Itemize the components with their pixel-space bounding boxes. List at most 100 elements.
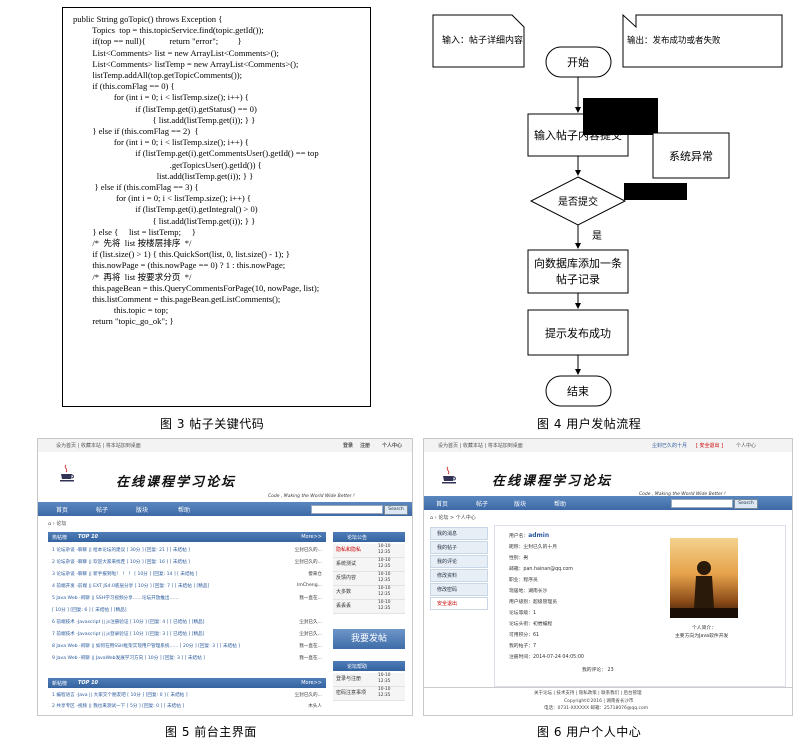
nav-help[interactable]: 帮助 — [178, 507, 191, 514]
list-item-author[interactable]: 我一直在... — [299, 596, 322, 601]
list-item-title[interactable]: 9 Java Web -闲聊 || JavaWeb发展学习方向 [ 10分 ] … — [52, 656, 205, 661]
nav-help[interactable]: 帮助 — [554, 501, 567, 508]
list-item-author[interactable]: 尘封已久的... — [294, 693, 322, 698]
nav-posts[interactable]: 帖子 — [96, 507, 109, 514]
user-menu-item[interactable]: 修改密码 — [430, 583, 488, 596]
list-item-title[interactable]: 7 前端技术 -Javascript || js登录验证 [ 10分 ] [回复… — [52, 632, 205, 637]
nav-home[interactable]: 首页 — [436, 501, 449, 508]
list-item-author[interactable]: 尘封已久... — [299, 620, 322, 625]
home-icon[interactable]: ⌂ — [48, 521, 52, 527]
list-item[interactable]: 4 前端开发 -前端 || EXT JS4.0底层分享 [ 10分 ] [回复:… — [52, 583, 322, 589]
list-item-title[interactable]: 5 Java Web -闲聊 || SSH学习视频分享……论坛开放推出…… — [52, 596, 179, 601]
list-item[interactable]: 7 前端技术 -Javascript || js登录验证 [ 10分 ] [回复… — [52, 631, 322, 637]
list-item-author[interactable]: 我一直在... — [299, 656, 322, 661]
new-post-button[interactable]: 我要发帖 — [333, 629, 405, 649]
list-item-author[interactable]: 我一直在... — [299, 644, 322, 649]
new-topics-more[interactable]: More>> — [301, 680, 322, 686]
list-item-title[interactable]: 6 前端技术 -Javascript || js注册验证 [ 10分 ] [回复… — [52, 620, 205, 625]
code-line: { list.add(listTemp.get(i)); } } — [73, 114, 256, 125]
list-item-title[interactable]: 2 共享专区 -视频 || 我也来测试一下 [ 5分 ] [回复: 0 ] [ … — [52, 704, 185, 709]
list-item-author[interactable]: 尘封已久的... — [294, 548, 322, 553]
list-item-title[interactable]: 8 Java Web -闲聊 || 如何在用SSH框架实现用户管理系统.....… — [52, 644, 241, 649]
side-item-title[interactable]: 系统测试 — [336, 561, 357, 567]
add-record-node — [527, 249, 629, 294]
nav-boards[interactable]: 版块 — [136, 507, 149, 514]
topbar-links[interactable]: 设为首页 | 收藏本站 | 将本站加到桌面 — [438, 443, 523, 449]
user-center-link[interactable]: 个人中心 — [736, 443, 757, 449]
list-item[interactable]: [ 10分 ] [回复: 6 ] [ 未结帖 ] [精品] — [52, 607, 322, 613]
topbar-links[interactable]: 设为首页 | 收藏本站 | 将本站加到桌面 — [56, 443, 141, 449]
side-item-title[interactable]: 大多数 — [336, 589, 352, 595]
user-menu-item[interactable]: 我的帖子 — [430, 541, 488, 554]
system-error-node — [652, 132, 730, 179]
list-item[interactable]: 8 Java Web -闲聊 || 如何在用SSH框架实现用户管理系统.....… — [52, 643, 322, 649]
user-menu-label[interactable]: 我的帖子 — [437, 545, 458, 551]
user-menu-label[interactable]: 修改资料 — [437, 573, 458, 579]
footer-links[interactable]: 关于论坛 | 技术支持 | 隐私政策 | 联系我们 | 后台管理 — [534, 691, 642, 696]
list-item-author[interactable]: 尘封已久... — [299, 632, 322, 637]
nav-boards[interactable]: 版块 — [514, 501, 527, 508]
user-menu-item[interactable]: 安全退出 — [430, 597, 488, 610]
user-menu-item[interactable]: 我的消息 — [430, 527, 488, 540]
side-item-title[interactable]: 登录与注册 — [336, 676, 362, 682]
list-item-author[interactable]: ImCheng... — [297, 583, 322, 588]
home-icon[interactable]: ⌂ — [430, 515, 434, 521]
search-input[interactable] — [311, 505, 383, 514]
search-input[interactable] — [671, 499, 733, 508]
profile-field: 注册时间：2014-07-24 04:05:00 — [509, 653, 584, 660]
list-item[interactable]: 3 论坛杂谈 -聊聊 || 新手报到啦！ ！ ！ [ 10分 ] [回复: 14… — [52, 571, 322, 577]
list-item[interactable]: 1 编程语言 -Java || 大家交个朋友吧 [ 10分 ] [回复: 0 ]… — [52, 692, 322, 698]
list-item[interactable]: 6 前端技术 -Javascript || js注册验证 [ 10分 ] [回复… — [52, 619, 322, 625]
list-item-author[interactable]: 木头人 — [308, 704, 322, 709]
breadcrumb-current[interactable]: 论坛 — [56, 521, 67, 527]
top-bar: 设为首页 | 收藏本站 | 将本站加到桌面 登录 注册 个人中心 — [38, 439, 412, 453]
list-item[interactable]: 5 Java Web -闲聊 || SSH学习视频分享……论坛开放推出…… 我一直… — [52, 595, 322, 601]
nav-home[interactable]: 首页 — [56, 507, 69, 514]
side-item-title[interactable]: 隐私和隐私 — [336, 547, 362, 553]
side-item-title[interactable]: 反馈内容 — [336, 575, 357, 581]
side-list-item[interactable]: 反馈内容 10-10 12:35 — [333, 572, 405, 586]
yes-label: 是 — [592, 230, 602, 242]
code-line: if (listTemp.get(i).getCommentsUser().ge… — [73, 148, 319, 159]
side-item-title[interactable]: 密码注意事项 — [336, 690, 367, 696]
username-link[interactable]: 尘封已久的十月 — [652, 443, 688, 449]
list-item-title[interactable]: [ 10分 ] [回复: 6 ] [ 未结帖 ] [精品] — [52, 608, 127, 613]
list-item[interactable]: 2 共享专区 -视频 || 我也来测试一下 [ 5分 ] [回复: 0 ] [ … — [52, 703, 322, 709]
list-item[interactable]: 1 论坛杂谈 -聊聊 || 给本论坛的建议 [ 30分 ] [回复: 21 ] … — [52, 547, 322, 553]
list-item-title[interactable]: 1 编程语言 -Java || 大家交个朋友吧 [ 10分 ] [回复: 0 ]… — [52, 693, 188, 698]
search-button[interactable]: Search — [734, 499, 758, 509]
profile-field-label: 注册时间： — [509, 655, 533, 660]
list-item-author[interactable]: 尘封已久的... — [294, 560, 322, 565]
list-item-title[interactable]: 4 前端开发 -前端 || EXT JS4.0底层分享 [ 10分 ] [回复:… — [52, 584, 210, 589]
list-item[interactable]: 2 论坛杂谈 -聊聊 || 欢迎大家来找茬 [ 10分 ] [回复: 16 ] … — [52, 559, 322, 565]
logout-link[interactable]: [ 安全退出 ] — [696, 443, 724, 449]
list-item-title[interactable]: 2 论坛杂谈 -聊聊 || 欢迎大家来找茬 [ 10分 ] [回复: 16 ] … — [52, 560, 190, 565]
side-item-title[interactable]: 丢丢丢 — [336, 603, 352, 609]
list-item-title[interactable]: 1 论坛杂谈 -聊聊 || 给本论坛的建议 [ 30分 ] [回复: 21 ] … — [52, 548, 190, 553]
user-menu-label[interactable]: 我的评论 — [437, 559, 458, 565]
search-button[interactable]: Search — [384, 505, 408, 515]
user-menu-label[interactable]: 安全退出 — [437, 601, 458, 607]
user-menu-item[interactable]: 修改资料 — [430, 569, 488, 582]
nav-posts[interactable]: 帖子 — [476, 501, 489, 508]
input-note-shape — [432, 14, 525, 68]
list-item-title[interactable]: 3 论坛杂谈 -聊聊 || 新手报到啦！ ！ ！ [ 10分 ] [回复: 14… — [52, 572, 198, 577]
list-item-author[interactable]: 傻来仓 — [308, 572, 322, 577]
user-menu-label[interactable]: 修改密码 — [437, 587, 458, 593]
user-menu-item[interactable]: 我的评论 — [430, 555, 488, 568]
register-link[interactable]: 注册 — [360, 443, 371, 449]
list-item[interactable]: 9 Java Web -闲聊 || JavaWeb发展学习方向 [ 10分 ] … — [52, 655, 322, 661]
hot-topics-more[interactable]: More>> — [301, 534, 322, 540]
user-menu-label[interactable]: 我的消息 — [437, 531, 458, 537]
user-center-link[interactable]: 个人中心 — [382, 443, 403, 449]
login-link[interactable]: 登录 — [343, 443, 354, 449]
side-item-date: 10-10 12:35 — [378, 572, 391, 583]
breadcrumb-current[interactable]: 论坛 > 个人中心 — [438, 515, 476, 521]
user-center-screenshot: 设为首页 | 收藏本站 | 将本站加到桌面 尘封已久的十月 [ 安全退出 ] 个… — [423, 438, 793, 716]
